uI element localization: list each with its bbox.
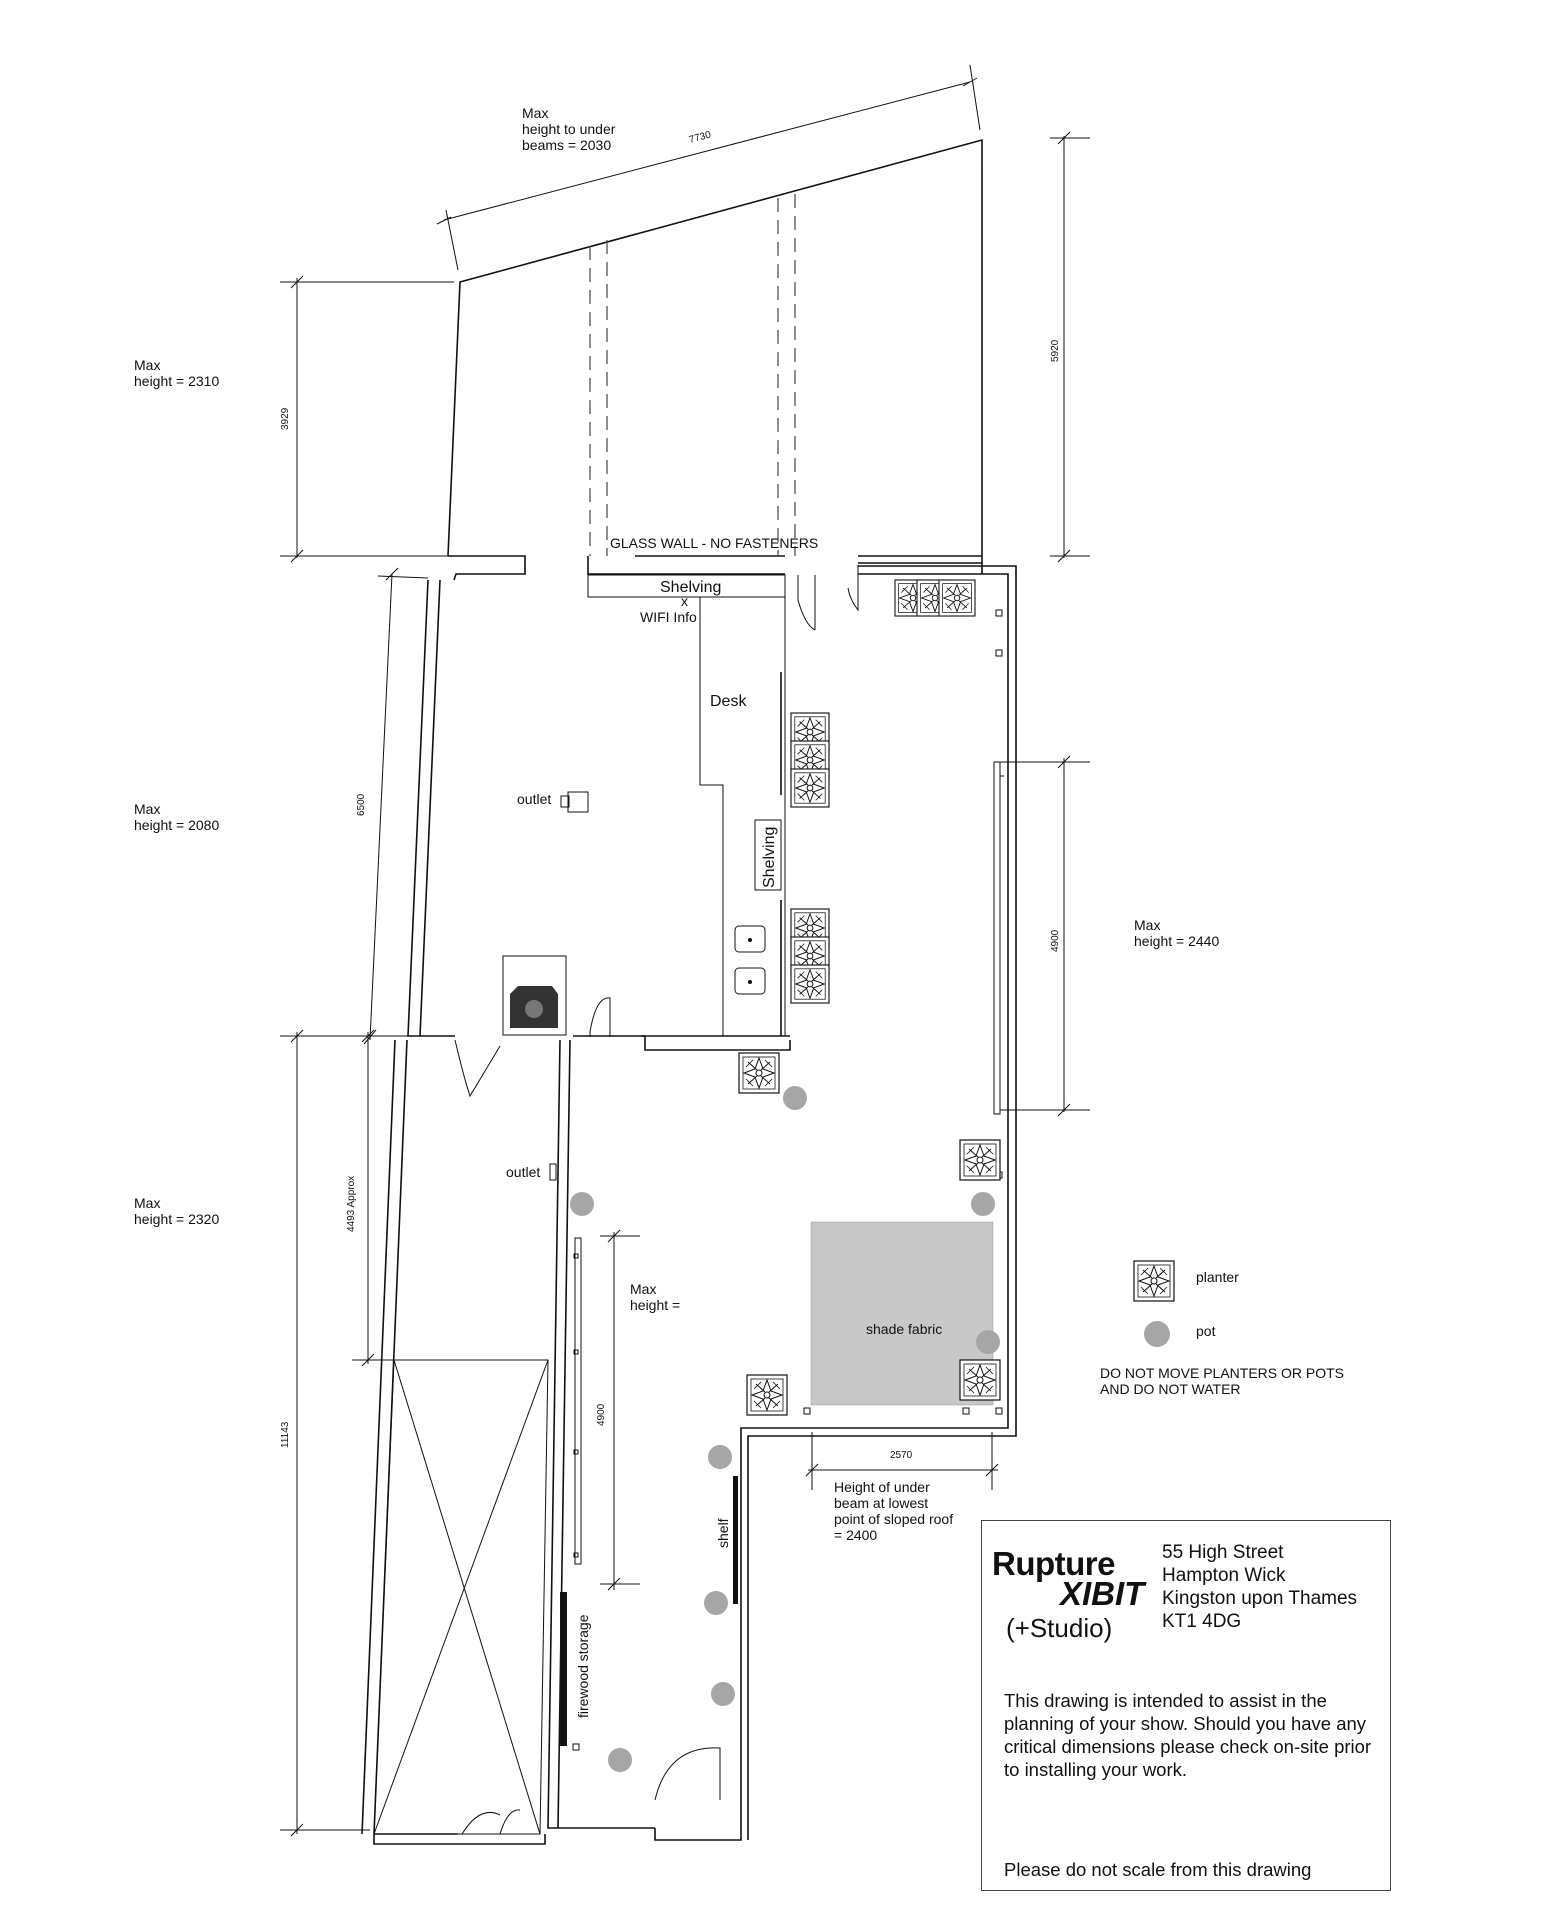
planter-icon <box>790 964 830 1004</box>
planter-icon <box>746 1374 788 1416</box>
no-scale-note: Please do not scale from this drawing <box>1004 1859 1312 1880</box>
height-note-upper-left: Max height = 2310 <box>134 357 219 389</box>
pot-icon <box>971 1192 995 1216</box>
logo-line-1: Rupture <box>992 1545 1116 1582</box>
outlet-lower-label: outlet <box>506 1164 540 1180</box>
dim-right-mid: 4900 <box>1050 929 1061 952</box>
right-panel <box>803 609 1004 1415</box>
legend: planter pot DO NOT MOVE PLANTERS OR POTS… <box>1100 1260 1348 1397</box>
planter-icon <box>938 579 976 617</box>
planter-icon <box>738 1052 780 1094</box>
planter-icon <box>959 1139 1001 1181</box>
address-line: Hampton Wick <box>1162 1565 1286 1586</box>
dim-inner-lower: 4900 <box>596 1403 607 1426</box>
desk-counter: Desk Shelving <box>641 597 790 1037</box>
lower-fixtures: shelf firewood storage <box>560 1237 738 1751</box>
planter-icon <box>959 1359 1001 1401</box>
pot-icon <box>783 1086 807 1110</box>
fixtures: outlet outlet <box>502 791 589 1181</box>
planter-icon <box>790 768 830 808</box>
pots <box>570 1086 1000 1772</box>
height-note-top: Max height to under beams = 2030 <box>522 105 619 153</box>
pot-icon <box>1144 1321 1170 1347</box>
planter-icon <box>1133 1260 1175 1302</box>
dim-top: 7730 <box>688 129 713 145</box>
glass-wall-dashed-lines <box>589 194 796 556</box>
legend-pot-label: pot <box>1196 1323 1216 1339</box>
pot-icon <box>976 1330 1000 1354</box>
stove-housing <box>502 955 567 1036</box>
wifi-info-label: WIFI Info <box>640 609 697 625</box>
dim-left-upper: 3929 <box>280 407 291 430</box>
title-block: Rupture XIBIT (+Studio) 55 High Street H… <box>981 1520 1391 1891</box>
desk-label: Desk <box>710 693 747 710</box>
firewood-label: firewood storage <box>575 1614 591 1718</box>
height-note-right: Max height = 2440 <box>1134 917 1219 949</box>
rupture-xibit-logo: Rupture XIBIT (+Studio) <box>992 1545 1157 1655</box>
logo-line-3: (+Studio) <box>1006 1613 1113 1643</box>
shelving-top-label: Shelving <box>660 579 721 596</box>
beam-note: Height of under beam at lowest point of … <box>834 1479 957 1543</box>
address-line: 55 High Street <box>1162 1542 1284 1563</box>
dim-left-overall: 11143 <box>280 1421 291 1448</box>
address: 55 High Street Hampton Wick Kingston upo… <box>1162 1541 1357 1633</box>
dim-right-upper: 5920 <box>1050 339 1061 362</box>
pot-icon <box>711 1682 735 1706</box>
disclaimer: This drawing is intended to assist in th… <box>1004 1690 1372 1780</box>
shelf-label: shelf <box>715 1518 731 1548</box>
pot-icon <box>608 1748 632 1772</box>
height-notes: Max height to under beams = 2030 Max hei… <box>134 105 1219 1543</box>
height-note-mid-left: Max height = 2080 <box>134 801 219 833</box>
dim-bottom-span: 2570 <box>890 1450 913 1461</box>
building-walls <box>361 138 1017 1845</box>
dim-left-lower: 4493 Approx <box>346 1176 357 1232</box>
dim-left-mid: 6500 <box>356 793 367 816</box>
logo-line-2: XIBIT <box>1060 1575 1145 1612</box>
shelving-top: Shelving x WIFI Info <box>587 574 786 625</box>
doors <box>454 565 859 1835</box>
outlet-upper-label: outlet <box>517 791 551 807</box>
svg-text:x: x <box>681 593 688 609</box>
legend-warning: DO NOT MOVE PLANTERS OR POTS AND DO NOT … <box>1100 1365 1348 1397</box>
shade-fabric: shade fabric <box>810 1221 994 1406</box>
pot-icon <box>708 1445 732 1469</box>
height-note-lower-left: Max height = 2320 <box>134 1195 219 1227</box>
pot-icon <box>570 1192 594 1216</box>
height-note-lower-inner: Max height = <box>630 1281 680 1313</box>
address-line: Kingston upon Thames <box>1162 1588 1358 1609</box>
pot-icon <box>704 1591 728 1615</box>
dimension-lines: 7730 5920 3929 6500 4900 <box>280 64 1090 1837</box>
shade-fabric-label: shade fabric <box>866 1321 942 1337</box>
shelving-side-label: Shelving <box>761 827 778 888</box>
legend-planter-label: planter <box>1196 1269 1239 1285</box>
glass-wall-label: GLASS WALL - NO FASTENERS <box>610 535 818 551</box>
address-line: KT1 4DG <box>1162 1611 1242 1632</box>
